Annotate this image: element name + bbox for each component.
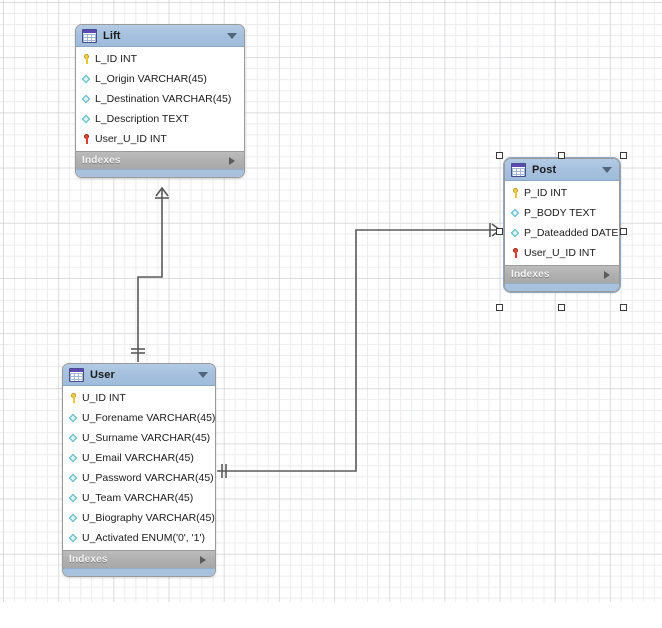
column-icon <box>68 432 79 445</box>
table-user[interactable]: User U_ID INT U_Forename VARCHAR(45) U_S… <box>62 363 216 577</box>
table-user-columns: U_ID INT U_Forename VARCHAR(45) U_Surnam… <box>63 386 215 550</box>
table-lift-header[interactable]: Lift <box>76 25 244 47</box>
table-lift[interactable]: Lift L_ID INT L_Origin VARCHAR(45) L_Des… <box>75 24 245 178</box>
table-user-indexes-bar[interactable]: Indexes <box>63 550 215 568</box>
column-icon <box>81 113 92 126</box>
table-user-name: User <box>90 368 115 381</box>
table-user-header[interactable]: User <box>63 364 215 386</box>
column-icon <box>68 532 79 545</box>
column-label: U_Email VARCHAR(45) <box>82 451 194 464</box>
column-icon <box>510 207 521 220</box>
column-icon <box>68 472 79 485</box>
column-row[interactable]: U_Password VARCHAR(45) <box>63 468 215 488</box>
table-lift-indexes-bar[interactable]: Indexes <box>76 151 244 169</box>
foreign-key-icon <box>510 247 521 260</box>
indexes-label: Indexes <box>511 269 550 280</box>
table-post-indexes-bar[interactable]: Indexes <box>505 265 619 283</box>
column-row[interactable]: L_ID INT <box>76 49 244 69</box>
column-label: L_ID INT <box>95 52 138 65</box>
table-lift-footer <box>76 169 244 177</box>
column-row[interactable]: U_Surname VARCHAR(45) <box>63 428 215 448</box>
column-label: User_U_ID INT <box>95 132 167 145</box>
column-row[interactable]: P_Dateadded DATE <box>505 223 619 243</box>
handle-middle-left[interactable] <box>496 228 503 235</box>
handle-top-left[interactable] <box>496 152 503 159</box>
handle-top-center[interactable] <box>558 152 565 159</box>
handle-middle-right[interactable] <box>620 228 627 235</box>
column-row[interactable]: U_Biography VARCHAR(45) <box>63 508 215 528</box>
column-icon <box>81 93 92 106</box>
table-icon <box>511 162 526 177</box>
handle-bottom-left[interactable] <box>496 304 503 311</box>
column-row[interactable]: P_BODY TEXT <box>505 203 619 223</box>
column-icon <box>510 227 521 240</box>
column-label: P_Dateadded DATE <box>524 226 619 239</box>
handle-bottom-right[interactable] <box>620 304 627 311</box>
column-row[interactable]: User_U_ID INT <box>505 243 619 263</box>
column-row[interactable]: U_Forename VARCHAR(45) <box>63 408 215 428</box>
table-post-footer <box>505 283 619 291</box>
column-label: P_ID INT <box>524 186 568 199</box>
table-post-header[interactable]: Post <box>505 159 619 181</box>
column-label: U_Surname VARCHAR(45) <box>82 431 211 444</box>
column-row[interactable]: L_Origin VARCHAR(45) <box>76 69 244 89</box>
chevron-down-icon[interactable] <box>198 371 208 378</box>
column-label: User_U_ID INT <box>524 246 596 259</box>
column-icon <box>68 492 79 505</box>
column-row[interactable]: U_Team VARCHAR(45) <box>63 488 215 508</box>
column-row[interactable]: U_Activated ENUM('0', '1') <box>63 528 215 548</box>
column-row[interactable]: User_U_ID INT <box>76 129 244 149</box>
foreign-key-icon <box>81 133 92 146</box>
primary-key-icon <box>510 187 521 200</box>
chevron-down-icon[interactable] <box>227 32 237 39</box>
table-post-name: Post <box>532 163 557 176</box>
chevron-down-icon[interactable] <box>602 166 612 173</box>
column-icon <box>68 452 79 465</box>
column-row[interactable]: L_Description TEXT <box>76 109 244 129</box>
column-label: U_Password VARCHAR(45) <box>82 471 214 484</box>
column-label: L_Description TEXT <box>95 112 189 125</box>
table-post[interactable]: Post P_ID INT P_BODY TEXT P_Dateadded DA… <box>503 157 621 293</box>
column-row[interactable]: U_ID INT <box>63 388 215 408</box>
chevron-right-icon[interactable] <box>604 270 610 279</box>
column-label: U_ID INT <box>82 391 126 404</box>
primary-key-icon <box>81 53 92 66</box>
table-icon <box>69 367 84 382</box>
table-post-columns: P_ID INT P_BODY TEXT P_Dateadded DATE Us… <box>505 181 619 265</box>
column-label: U_Forename VARCHAR(45) <box>82 411 216 424</box>
indexes-label: Indexes <box>82 155 121 166</box>
indexes-label: Indexes <box>69 554 108 565</box>
column-icon <box>81 73 92 86</box>
column-label: U_Team VARCHAR(45) <box>82 491 194 504</box>
handle-bottom-center[interactable] <box>558 304 565 311</box>
table-user-footer <box>63 568 215 576</box>
column-label: L_Destination VARCHAR(45) <box>95 92 232 105</box>
chevron-right-icon[interactable] <box>200 555 206 564</box>
column-row[interactable]: L_Destination VARCHAR(45) <box>76 89 244 109</box>
column-label: L_Origin VARCHAR(45) <box>95 72 207 85</box>
table-lift-name: Lift <box>103 29 121 42</box>
column-icon <box>68 412 79 425</box>
column-row[interactable]: U_Email VARCHAR(45) <box>63 448 215 468</box>
table-icon <box>82 28 97 43</box>
column-label: P_BODY TEXT <box>524 206 596 219</box>
chevron-right-icon[interactable] <box>229 156 235 165</box>
primary-key-icon <box>68 392 79 405</box>
column-label: U_Biography VARCHAR(45) <box>82 511 215 524</box>
column-label: U_Activated ENUM('0', '1') <box>82 531 205 544</box>
table-lift-columns: L_ID INT L_Origin VARCHAR(45) L_Destinat… <box>76 47 244 151</box>
handle-top-right[interactable] <box>620 152 627 159</box>
column-row[interactable]: P_ID INT <box>505 183 619 203</box>
column-icon <box>68 512 79 525</box>
